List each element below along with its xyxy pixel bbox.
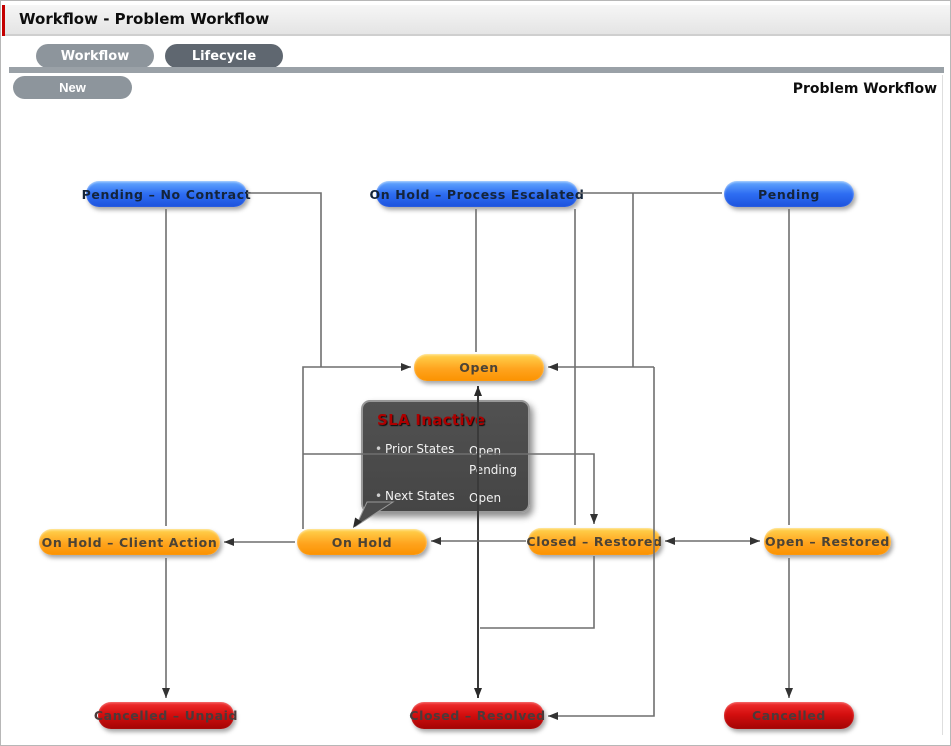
node-pending-no-contract[interactable]: Pending – No Contract: [82, 181, 251, 207]
tab-lifecycle[interactable]: Lifecycle: [165, 44, 283, 68]
content-right-border: [942, 75, 943, 735]
node-closed-restored[interactable]: Closed – Restored: [526, 528, 662, 555]
sla-tooltip-title: SLA Inactive: [377, 411, 486, 429]
node-on-hold-process-escalated[interactable]: On Hold – Process Escalated: [370, 181, 584, 207]
node-on-hold[interactable]: On Hold: [297, 529, 427, 555]
tab-underline-bar: [9, 67, 944, 73]
node-closed-resolved[interactable]: Closed – Resolved: [409, 702, 545, 729]
node-open[interactable]: Open: [414, 354, 544, 381]
node-on-hold-client-action[interactable]: On Hold – Client Action: [39, 529, 220, 555]
tab-workflow[interactable]: Workflow: [36, 44, 154, 68]
node-pending[interactable]: Pending: [724, 181, 854, 207]
node-open-restored[interactable]: Open – Restored: [764, 528, 891, 555]
header-red-accent: [2, 5, 5, 36]
new-button[interactable]: New: [13, 76, 132, 99]
context-title: Problem Workflow: [792, 81, 937, 97]
node-cancelled[interactable]: Cancelled: [724, 702, 854, 729]
page-title: Workflow - Problem Workflow: [19, 10, 270, 28]
node-cancelled-unpaid[interactable]: Cancelled – Unpaid: [94, 702, 238, 729]
page-header: Workflow - Problem Workflow: [2, 5, 950, 36]
